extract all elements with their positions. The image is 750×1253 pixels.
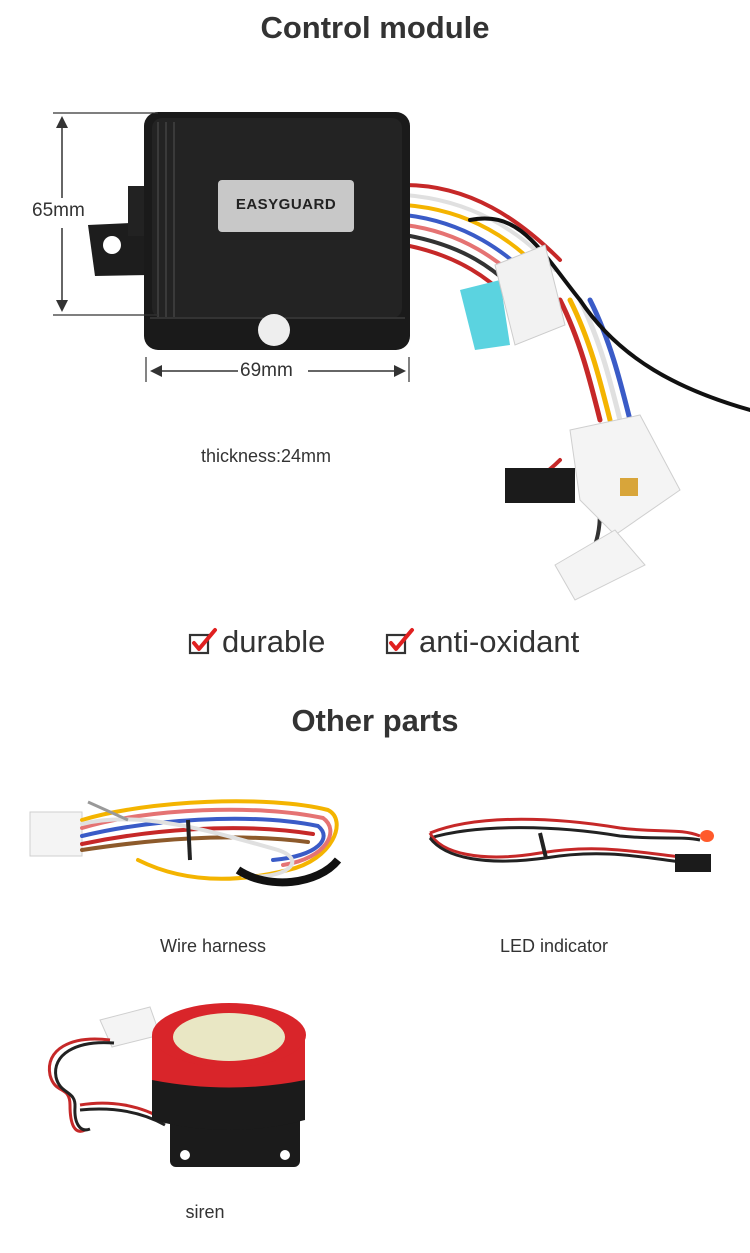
- led-indicator-caption: LED indicator: [499, 936, 609, 956]
- brand-label: EASYGUARD: [235, 196, 337, 213]
- height-dimension-label: 65mm: [32, 200, 85, 221]
- control-module-drawing: [53, 112, 750, 601]
- checkbox-checked-icon: [385, 627, 419, 657]
- checkbox-checked-icon: [188, 627, 222, 657]
- wire-harness-image: [28, 790, 348, 900]
- siren-image: [40, 995, 310, 1175]
- feature-label: anti-oxidant: [419, 624, 580, 659]
- control-module-image: [0, 90, 750, 610]
- led-indicator-image: [420, 808, 720, 878]
- width-dimension-label: 69mm: [240, 360, 293, 381]
- feature-label: durable: [222, 624, 326, 659]
- other-parts-title: Other parts: [291, 703, 459, 738]
- control-module-title: Control module: [260, 10, 490, 45]
- feature-durable: durable: [188, 624, 325, 660]
- siren-caption: siren: [185, 1202, 225, 1222]
- thickness-label: thickness:24mm: [201, 446, 332, 466]
- feature-anti-oxidant: anti-oxidant: [385, 624, 579, 660]
- wire-harness-caption: Wire harness: [159, 936, 267, 956]
